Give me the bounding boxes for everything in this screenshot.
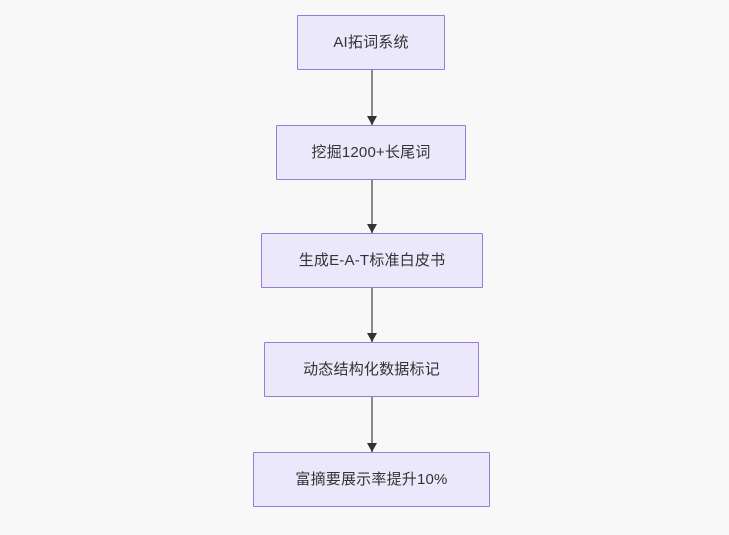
edge-line [371,397,373,452]
flowchart-node-generate-eat-whitepaper[interactable]: 生成E-A-T标准白皮书 [261,233,483,288]
arrowhead-icon [366,116,377,125]
arrowhead-icon [366,333,377,342]
edge-line [371,180,373,233]
node-label: 动态结构化数据标记 [303,360,440,378]
node-label: 挖掘1200+长尾词 [311,143,431,161]
edge-n3-n4 [366,288,377,342]
node-label: AI拓词系统 [333,33,409,51]
flowchart-node-mine-longtail-keywords[interactable]: 挖掘1200+长尾词 [276,125,466,180]
flowchart-node-dynamic-structured-data-markup[interactable]: 动态结构化数据标记 [264,342,479,397]
node-label: 生成E-A-T标准白皮书 [298,251,446,269]
arrowhead-icon [366,443,377,452]
node-label: 富摘要展示率提升10% [295,470,448,488]
edge-line [371,70,373,125]
arrowhead-icon [366,224,377,233]
edge-n2-n3 [366,180,377,233]
flowchart-node-rich-snippet-impression-lift[interactable]: 富摘要展示率提升10% [253,452,490,507]
flowchart-node-ai-keyword-system[interactable]: AI拓词系统 [297,15,445,70]
edge-line [371,288,373,342]
edge-n1-n2 [366,70,377,125]
edge-n4-n5 [366,397,377,452]
